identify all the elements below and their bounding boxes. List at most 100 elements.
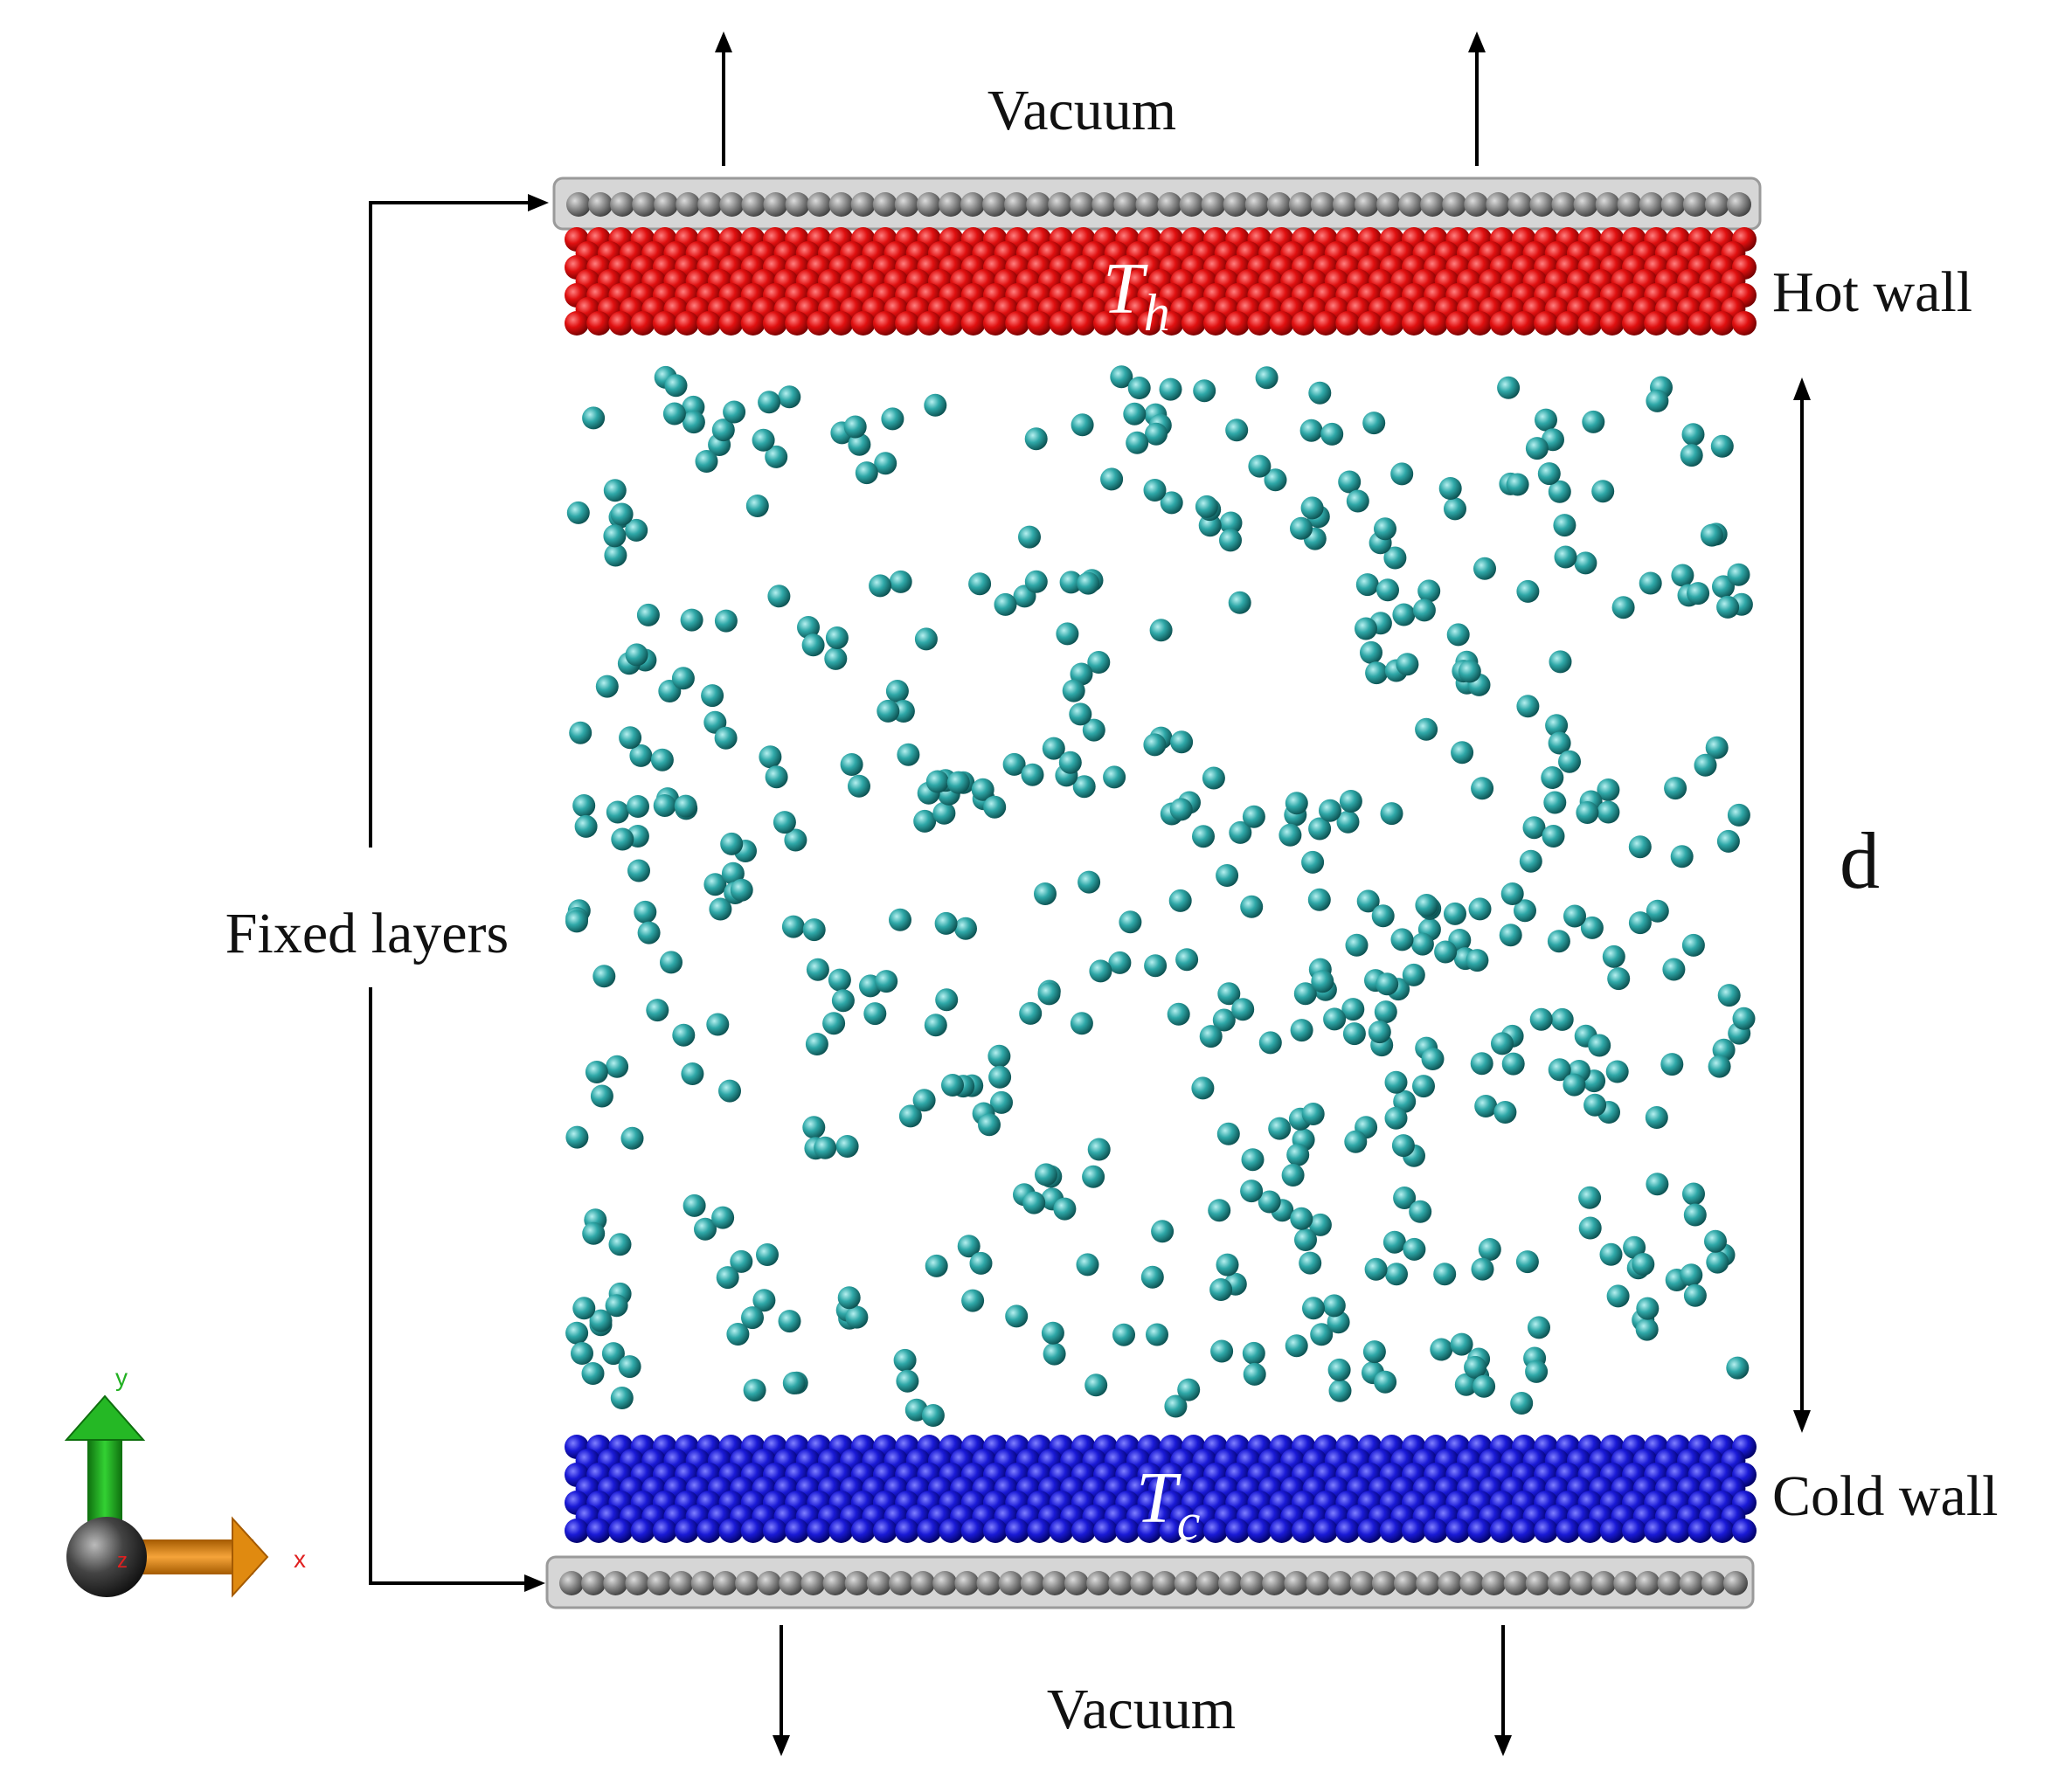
fluid-atom [1002,752,1026,776]
fluid-atom [889,570,912,593]
fluid-atom [897,743,920,766]
fixed-atom [1152,1571,1177,1595]
fluid-atom [801,633,825,657]
fluid-atom [1671,564,1694,587]
fluid-atom [1602,944,1625,968]
fixed-atom [1503,1571,1528,1595]
fixed-atom [1438,1571,1463,1595]
fluid-atom [1327,1358,1351,1381]
fluid-atom [1167,1002,1190,1026]
fluid-atom [1660,1053,1684,1076]
fluid-atom [1087,651,1111,674]
fixed-atom [911,1571,936,1595]
fluid-atom [1082,1165,1105,1188]
fluid-atom [885,680,909,702]
fluid-atom [1591,480,1615,503]
fluid-atom [1444,497,1466,521]
fluid-atom [1145,422,1168,446]
fluid-atom [625,643,648,667]
fluid-atom [672,1023,696,1047]
fixed-atom [697,192,723,217]
hot-wall-atom [565,311,589,336]
cold-wall-atom [565,1519,589,1543]
hot-wall-atom [1005,311,1030,336]
cold-wall-atom [1732,1519,1757,1543]
hot-wall-atom [1709,311,1735,336]
fixed-atom [1613,1571,1639,1595]
fluid-atom [627,795,649,818]
cold-wall-atom [1225,1519,1251,1543]
fluid-atom [1168,889,1192,912]
fluid-atom [743,1379,766,1402]
fluid-atom [1446,623,1470,647]
fluid-atom [714,609,738,633]
fluid-atom [720,832,744,855]
hot-wall-atom [1027,311,1052,336]
fluid-atom [1301,1103,1325,1125]
cold-wall-atom [1247,1519,1272,1543]
fluid-atom [863,1002,887,1026]
fluid-atom [941,1074,964,1097]
vacuum-bottom-arrows [773,1625,1512,1756]
fixed-atom [1333,192,1357,217]
fixed-atom [566,192,591,217]
fluid-atom [611,827,634,851]
fluid-atom [843,415,867,439]
fixed-atom [1682,192,1708,217]
fluid-atom [603,524,627,548]
fluid-atom [1471,777,1494,800]
fixed-atom [1464,192,1489,217]
hot-wall-atom [1577,311,1603,336]
fluid-atom [1019,1001,1043,1025]
fluid-atom [912,1089,936,1112]
fluid-atom [1293,982,1317,1006]
fluid-atom [1243,1362,1266,1386]
fluid-atom [1535,408,1557,432]
fixed-atom [1371,1571,1396,1595]
fluid-atom [1606,1284,1630,1308]
fluid-atom [1682,1182,1705,1206]
fluid-atom [714,726,738,750]
cold-wall-atom [1357,1519,1382,1543]
fluid-atom [1338,470,1362,494]
fixed-atom [939,192,963,217]
fluid-atom [994,592,1017,616]
fluid-atom [978,1113,1001,1137]
fluid-atom [671,667,695,690]
fixed-atom [1727,192,1751,217]
fluid-atom [1192,825,1215,848]
hot-wall-atom [1313,311,1339,336]
fluid-atom [990,1090,1013,1114]
fixed-atom [1240,1571,1265,1595]
coordinate-axes: y x z [64,1364,306,1598]
fluid-atom [889,908,911,931]
fluid-atom [1605,1060,1629,1083]
vacuum-arrowhead-bottom-right [1494,1735,1512,1756]
fixed-atom [1026,192,1051,217]
fixed-atom [1398,192,1424,217]
fluid-atom [1241,1148,1265,1172]
fixed-atom [1048,192,1073,217]
fluid-atom [1286,1143,1310,1166]
fluid-atom [711,1206,735,1229]
cold-wall-atom [1313,1519,1339,1543]
fixed-atom [976,1571,1001,1595]
fluid-atom [837,1286,861,1310]
fixed-atom [1420,192,1445,217]
fluid-atom [1547,930,1570,953]
fluid-atom [825,626,849,649]
fluid-atom [1208,1199,1231,1222]
hot-wall-atom [696,311,722,336]
fluid-atom [1209,1278,1233,1301]
cold-wall-label: Cold wall [1772,1464,1999,1528]
fixed-atom [632,192,657,217]
fluid-atom [610,1387,634,1409]
fluid-atom [914,627,938,651]
fluid-atom [1344,1130,1368,1153]
fluid-atom [1646,1173,1669,1196]
fluid-atom [1084,1373,1108,1397]
cold-wall-atom [1379,1519,1404,1543]
fixed-atom [1086,1571,1112,1595]
fluid-atom [582,406,606,430]
fluid-atom [1639,571,1662,595]
